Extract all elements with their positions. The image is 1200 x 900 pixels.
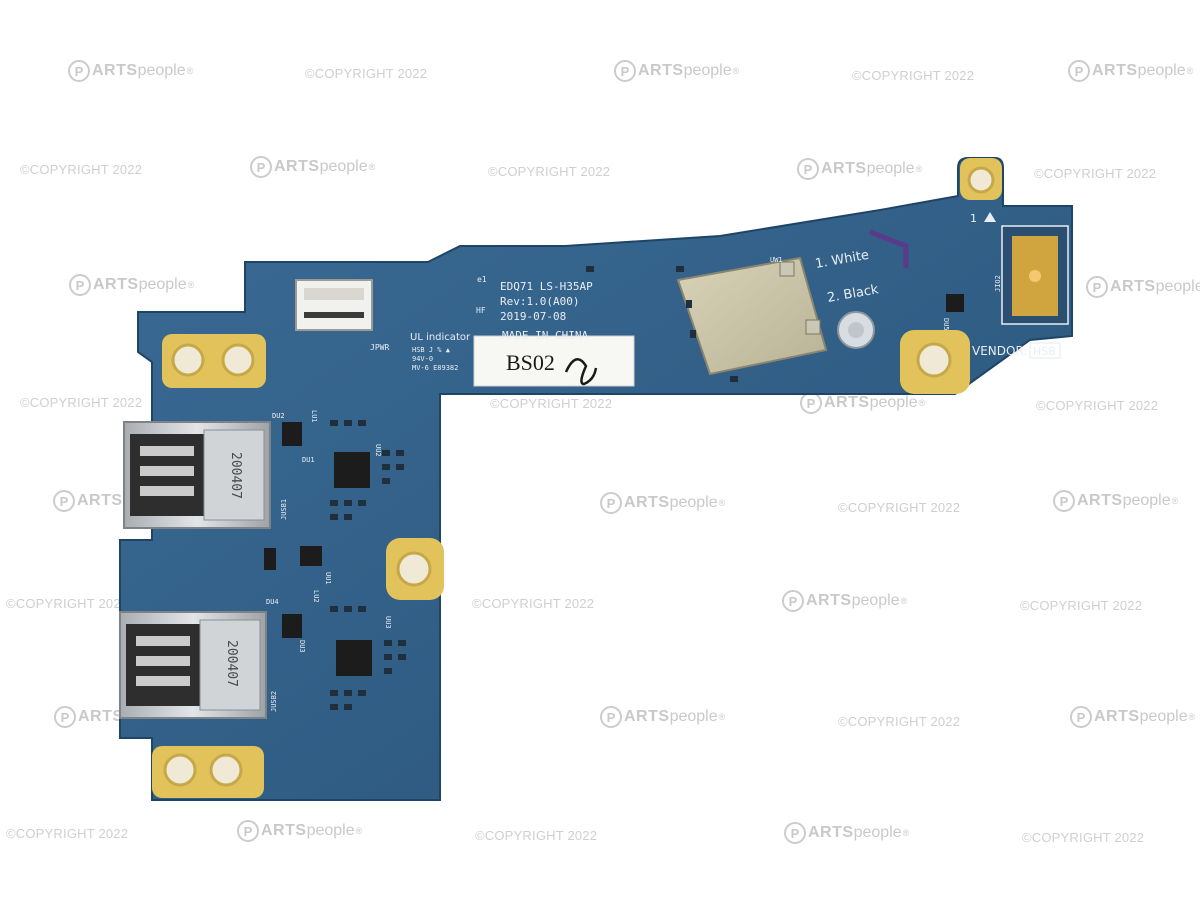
sticker-text: BS02 [506, 350, 555, 375]
copyright-watermark: ©COPYRIGHT 2022 [490, 396, 613, 411]
jpwr-label: JPWR [370, 343, 389, 352]
du4-label: DU4 [266, 598, 279, 606]
du3-label: DU3 [298, 640, 306, 653]
copyright-watermark: ©COPYRIGHT 2022 [475, 828, 598, 843]
ul-line-1: HSB J % ▲ [412, 346, 451, 354]
sticker [473, 335, 635, 387]
jusb1-label: JUSB1 [280, 499, 288, 520]
mounting-holes [152, 158, 1002, 798]
copyright-watermark: ©COPYRIGHT 2022 [1022, 830, 1145, 845]
uu2-label: UU2 [374, 444, 382, 457]
uu1-label: UU1 [324, 572, 332, 585]
antenna-wire [869, 229, 909, 268]
dus-label: DU5 [942, 318, 950, 331]
uw1-label: UW1 [770, 256, 783, 264]
lu2-label: LU2 [312, 590, 320, 603]
lu1-label: LU1 [310, 410, 318, 423]
vendor-label: VENDOR: [972, 344, 1027, 358]
copyright-watermark: ©COPYRIGHT 2022 [20, 395, 143, 410]
copyright-watermark: ©COPYRIGHT 2022 [20, 162, 143, 177]
copyright-watermark: ©COPYRIGHT 2022 [6, 826, 129, 841]
jpwr-connector [295, 279, 373, 331]
copyright-watermark: ©COPYRIGHT 2022 [488, 164, 611, 179]
usb2-date-code: 200407 [224, 640, 239, 687]
copyright-watermark: ©COPYRIGHT 2022 [472, 596, 595, 611]
pin1-triangle [984, 212, 996, 222]
jio2-label: JIO2 [994, 275, 1002, 292]
ul-line-2: 94V-0 [412, 355, 433, 363]
copyright-watermark: ©COPYRIGHT 2022 [6, 596, 129, 611]
e1-mark: e1 [477, 275, 487, 284]
date-code: 2019-07-08 [500, 310, 566, 323]
part-number: EDQ71 LS-H35AP [500, 280, 593, 293]
passive-components [330, 266, 738, 710]
pin1-label: 1 [970, 212, 977, 225]
copyright-watermark: ©COPYRIGHT 2022 [1034, 166, 1157, 181]
du1-label: DU1 [302, 456, 315, 464]
hf-mark: HF [476, 306, 486, 315]
ul-line-3: MV-6 E89382 [412, 364, 458, 372]
copyright-watermark: ©COPYRIGHT 2022 [838, 500, 961, 515]
usb-port-2 [119, 611, 267, 719]
copyright-watermark: ©COPYRIGHT 2022 [1036, 398, 1159, 413]
made-in: MADE IN CHINA [502, 329, 588, 342]
screw [837, 311, 875, 349]
vendor-box [1029, 342, 1061, 359]
usb1-date-code: 200407 [228, 452, 243, 499]
copyright-watermark: ©COPYRIGHT 2022 [1020, 598, 1143, 613]
wlan-module [676, 256, 828, 376]
jusb2-label: JUSB2 [270, 691, 278, 712]
usb-port-1 [123, 421, 271, 529]
jio2-component [1001, 225, 1069, 325]
du2-label: DU2 [272, 412, 285, 420]
copyright-watermark: ©COPYRIGHT 2022 [305, 66, 428, 81]
copyright-watermark: ©COPYRIGHT 2022 [852, 68, 975, 83]
vendor-value: HSB [1033, 345, 1056, 358]
copyright-watermark: ©COPYRIGHT 2022 [838, 714, 961, 729]
ic-chips [264, 294, 964, 676]
ul-indicator-label: UL indicator [410, 332, 471, 343]
uu3-label: UU3 [384, 616, 392, 629]
revision: Rev:1.0(A00) [500, 295, 579, 308]
